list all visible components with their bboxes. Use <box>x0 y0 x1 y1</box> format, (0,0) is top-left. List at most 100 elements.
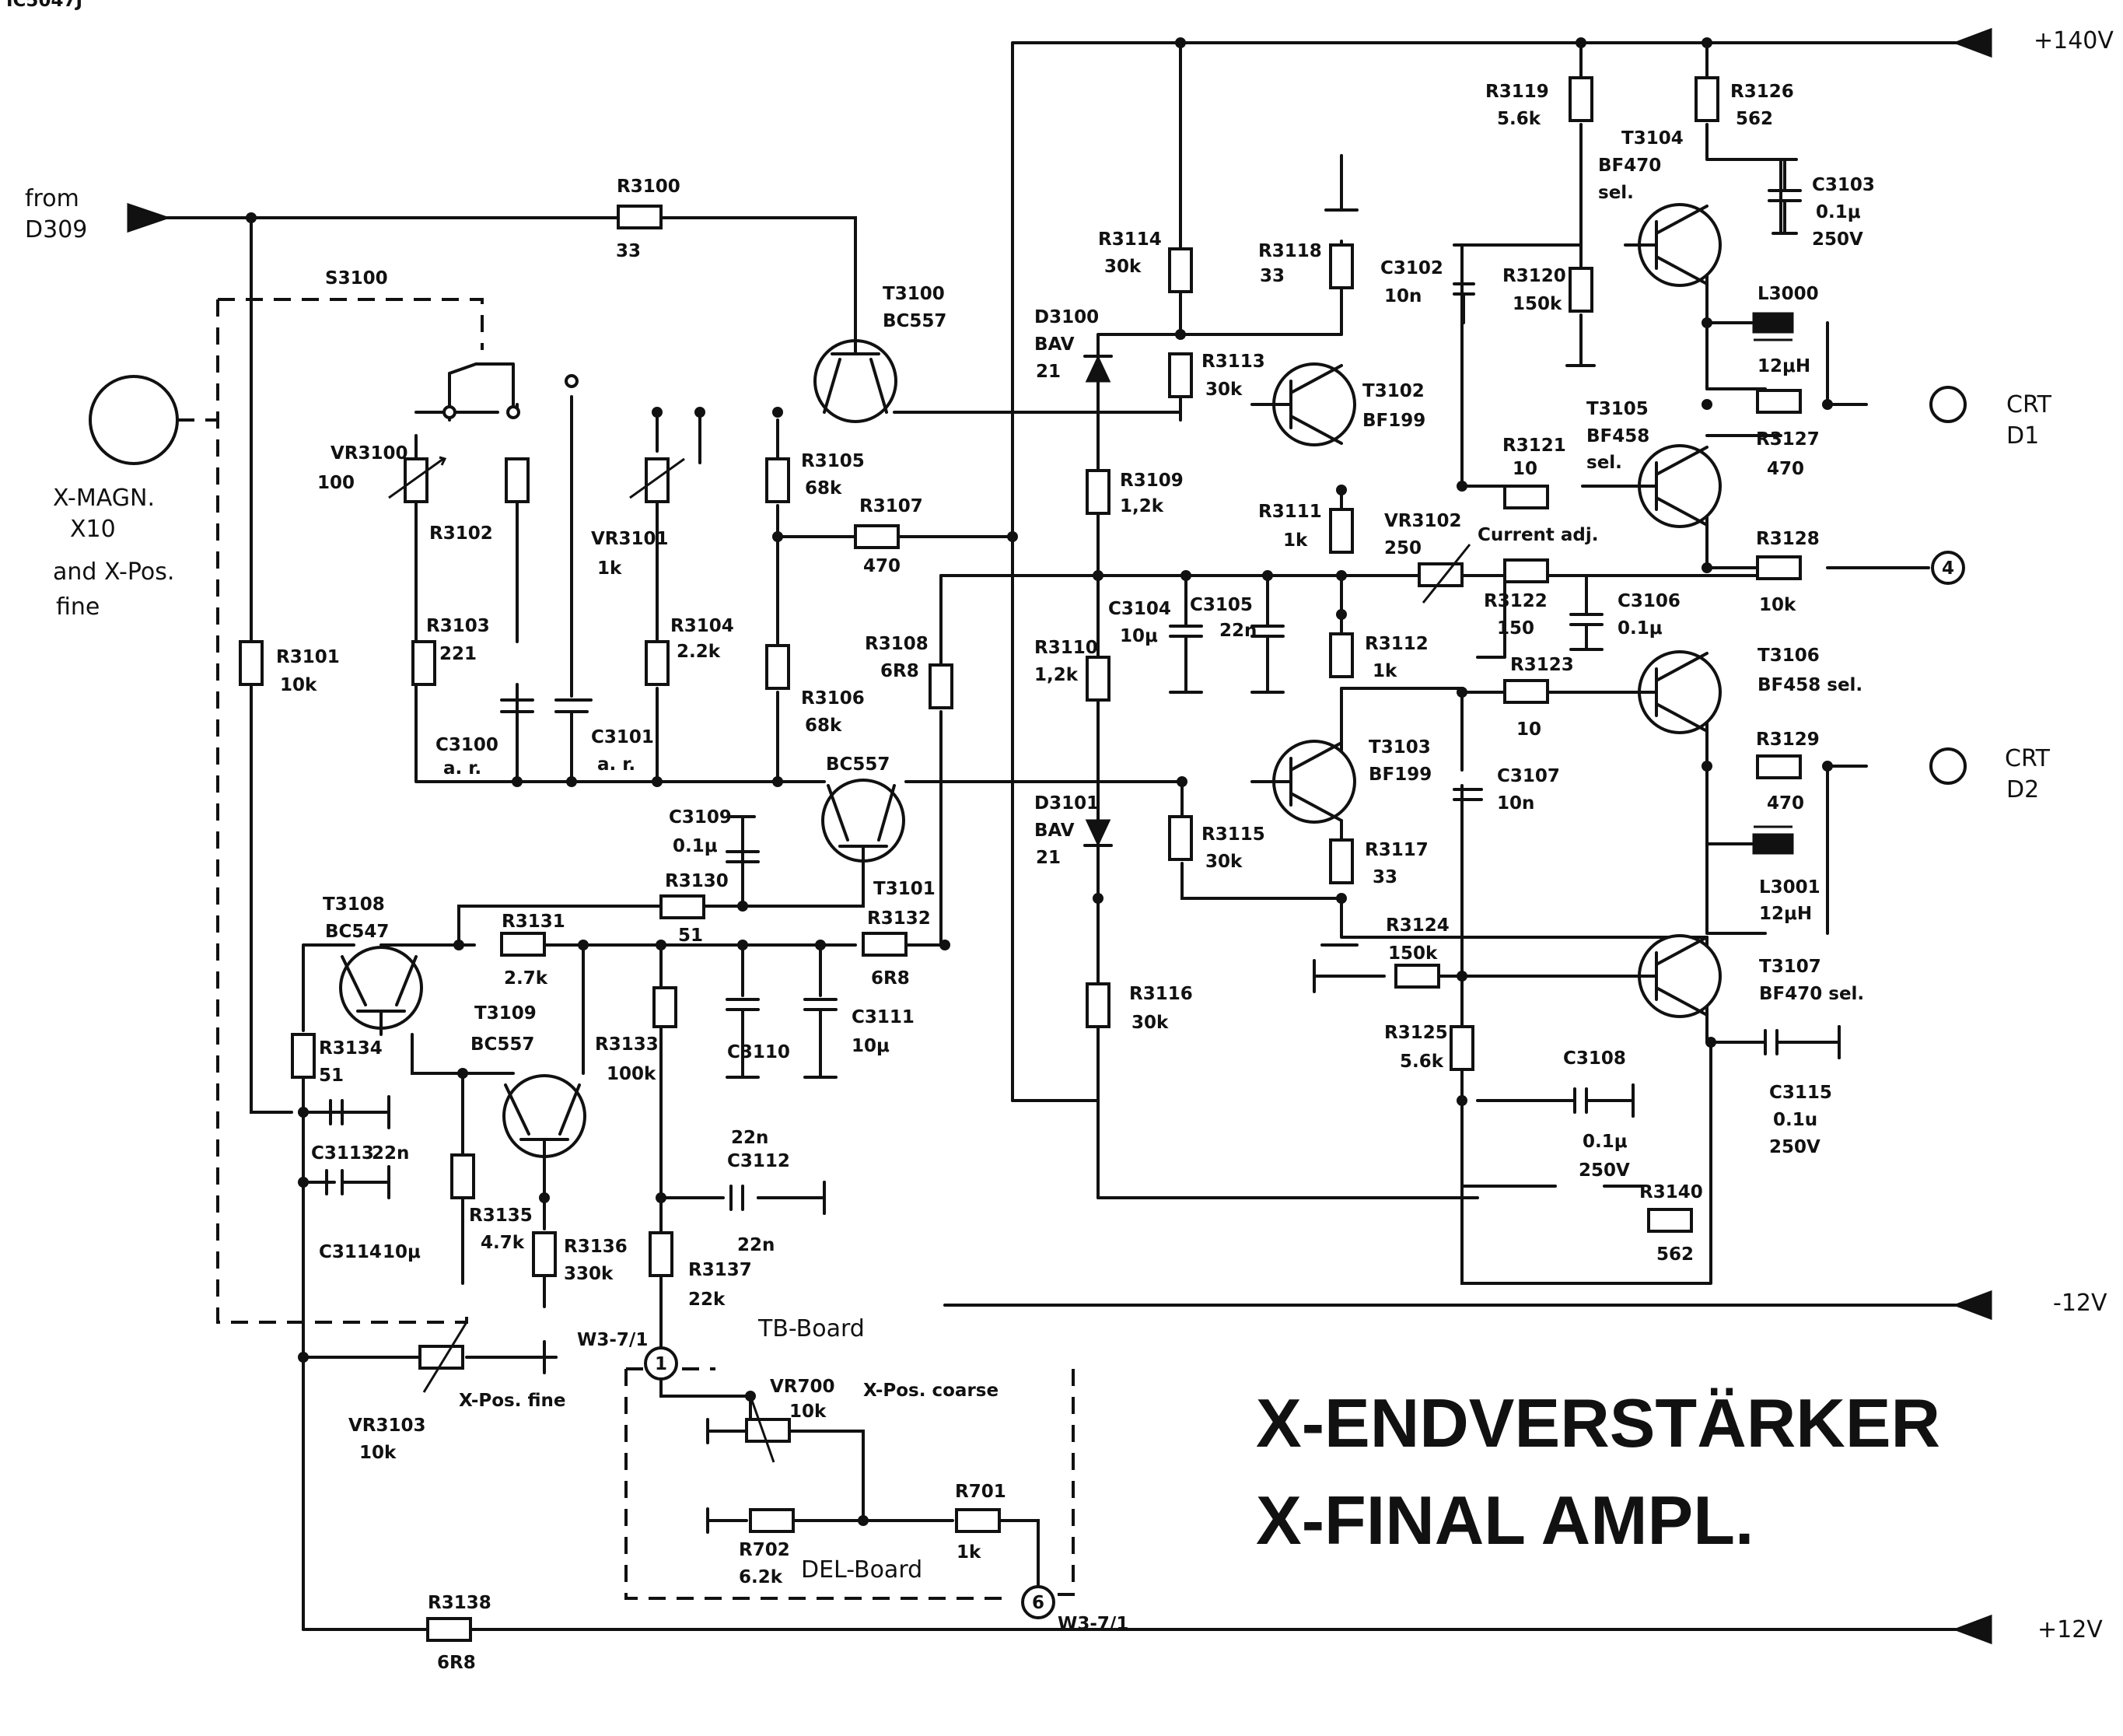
resistor-body <box>649 1231 673 1277</box>
resistor-body <box>617 205 663 229</box>
resistor-value: 6.2k <box>739 1567 783 1587</box>
transistor-t3103 <box>1250 740 1356 824</box>
diode-type: BAV <box>1034 334 1075 355</box>
resistor-ref: R3116 <box>1129 984 1193 1004</box>
inductor-l3000 <box>1752 312 1794 334</box>
del-board-label: DEL-Board <box>801 1556 922 1584</box>
capacitor-value: 10n <box>1497 793 1534 814</box>
resistor-value: 33 <box>616 241 641 261</box>
connector-4-label: 4 <box>1942 558 1954 579</box>
resistor-ref: R3132 <box>867 908 931 929</box>
resistor-value: 30k <box>1104 257 1142 277</box>
resistor-body <box>1329 632 1354 678</box>
resistor-value: 5.6k <box>1400 1052 1444 1072</box>
capacitor-value: a. r. <box>597 754 635 775</box>
corner-label: IC5047J <box>6 0 82 11</box>
transistor-type: BF199 <box>1369 765 1432 785</box>
resistor-body <box>1503 558 1549 583</box>
crt-d2-pin: D2 <box>2006 776 2039 803</box>
capacitor-ref: C3109 <box>669 807 732 828</box>
resistor-value: 68k <box>805 716 842 736</box>
transistor-ref: T3104 <box>1621 128 1684 149</box>
capacitor-ref: C3107 <box>1497 766 1560 786</box>
resistor-ref: R3114 <box>1098 229 1162 250</box>
transistor-extra: sel. <box>1586 453 1622 473</box>
capacitor-ref: C3104 <box>1108 599 1171 619</box>
capacitor-value: a. r. <box>443 758 481 779</box>
resistor-body <box>765 644 790 690</box>
capacitor-value: 10μ <box>852 1036 890 1056</box>
resistor-ref: R3112 <box>1365 634 1429 654</box>
capacitor-extra: 250V <box>1769 1137 1820 1157</box>
resistor-body <box>955 1508 1001 1533</box>
resistor-ref: R3117 <box>1365 840 1429 860</box>
resistor-body <box>239 640 264 686</box>
diode-d3100 <box>1083 355 1113 383</box>
current-adj-label: Current adj. <box>1478 525 1599 545</box>
capacitor-value: 0.1u <box>1773 1110 1817 1130</box>
diodes-inductors <box>442 312 1794 855</box>
transistor-ref: T3107 <box>1759 957 1821 977</box>
rail-label-140v: +140V <box>2034 27 2114 54</box>
pot-value: 250 <box>1384 538 1422 558</box>
resistor-ref: R3136 <box>564 1237 628 1257</box>
resistor-ref: R3126 <box>1730 82 1794 102</box>
knob-label-2: X10 <box>70 516 116 543</box>
title-line-1: X-ENDVERSTÄRKER <box>1256 1384 1940 1461</box>
resistor-ref: R701 <box>955 1482 1006 1502</box>
input-label-d309: D309 <box>25 216 87 243</box>
resistor-ref: R3109 <box>1120 471 1184 491</box>
transistor-extra: sel. <box>1598 183 1634 203</box>
resistor-ref: R3115 <box>1201 824 1265 845</box>
resistor-ref: R3140 <box>1639 1182 1703 1202</box>
transistor-type: BF199 <box>1362 411 1425 431</box>
resistor-ref: R3137 <box>688 1260 752 1280</box>
resistor-value: 1k <box>957 1542 981 1563</box>
resistor-value: 562 <box>1736 109 1773 129</box>
resistor-bodies <box>239 76 1802 1642</box>
capacitor-value: 22n <box>731 1128 768 1148</box>
switch-label: S3100 <box>325 268 388 289</box>
resistor-value: 1k <box>1373 661 1397 681</box>
pot-value: 100 <box>317 473 355 493</box>
capacitor-ref: C3108 <box>1563 1048 1626 1069</box>
resistor-body <box>929 663 953 709</box>
resistor-value: 51 <box>319 1066 344 1086</box>
resistor-ref: R3101 <box>276 647 340 667</box>
resistor-body <box>1086 982 1110 1028</box>
pot-ref: VR3102 <box>1384 511 1462 531</box>
pot-value: 10k <box>789 1402 827 1422</box>
diode-extra: 21 <box>1036 362 1061 382</box>
resistor-value: 100k <box>607 1064 656 1084</box>
transistor-type: BF470 sel. <box>1759 984 1864 1004</box>
capacitor-value: 22n <box>372 1143 409 1164</box>
resistor-body <box>645 640 670 686</box>
capacitor-value: 22n <box>737 1235 775 1255</box>
transistor-type: BC557 <box>883 311 946 331</box>
pot-ref: VR3100 <box>331 443 408 464</box>
transistor-t3106 <box>1624 650 1722 734</box>
resistor-value: 51 <box>678 926 703 946</box>
capacitor-bodies <box>325 158 1841 1534</box>
resistor-ref: R3121 <box>1502 436 1566 456</box>
resistor-ref: R3131 <box>502 912 565 932</box>
resistor-body <box>1756 555 1802 580</box>
pot-value: 1k <box>597 558 622 579</box>
resistor-value: 10 <box>1513 459 1537 479</box>
transistor-t3101 <box>821 779 905 865</box>
resistor-value: 6R8 <box>437 1653 476 1673</box>
resistor-ref: R3135 <box>469 1206 533 1226</box>
rail-arrow-140v <box>1952 27 1992 58</box>
transistor-ref: T3103 <box>1369 737 1431 758</box>
resistor-ref: R3128 <box>1756 529 1820 549</box>
capacitor-ref: C3106 <box>1618 591 1681 611</box>
knob-label-1: X-MAGN. <box>53 485 155 512</box>
w3-label-top: W3-7/1 <box>577 1330 648 1350</box>
capacitor-value: 10n <box>1384 286 1422 306</box>
resistor-body <box>411 640 436 686</box>
input-arrow <box>127 202 171 233</box>
resistor-body <box>1168 247 1193 293</box>
resistor-ref: R3119 <box>1485 82 1549 102</box>
transistor-type: BC557 <box>470 1034 534 1055</box>
transistor-ref: T3106 <box>1758 646 1820 666</box>
